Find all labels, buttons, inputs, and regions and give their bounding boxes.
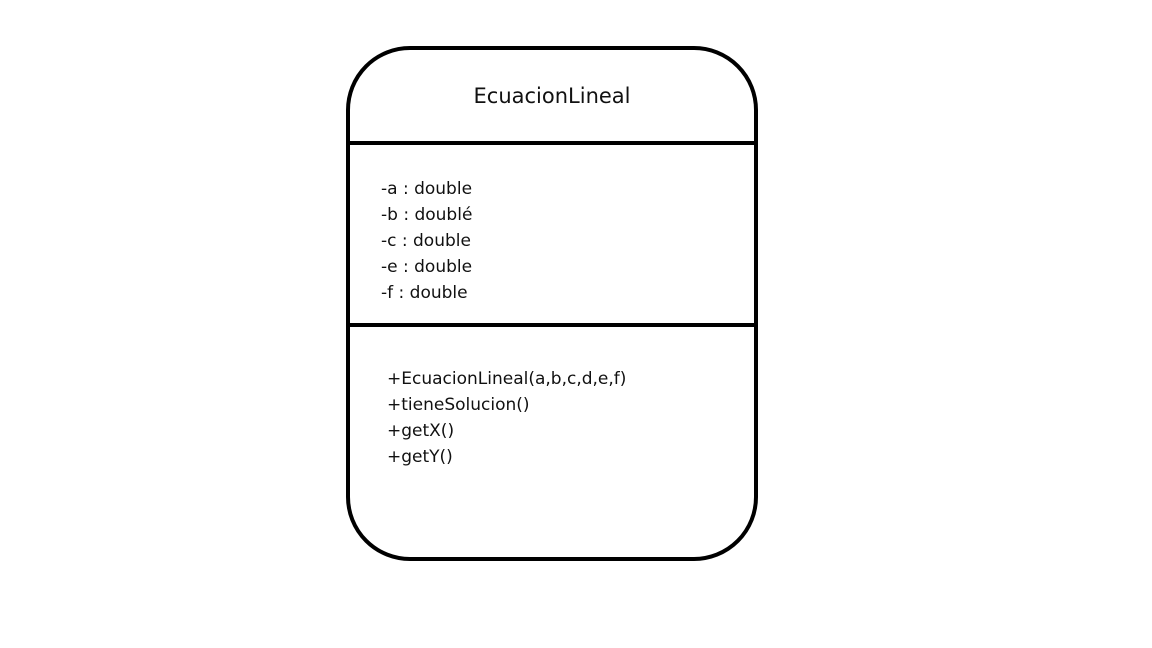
attribute-c: -c : double bbox=[381, 231, 471, 251]
method-constructor: +EcuacionLineal(a,b,c,d,e,f) bbox=[387, 369, 627, 389]
attribute-a: -a : double bbox=[381, 179, 473, 199]
attribute-f: -f : double bbox=[381, 283, 468, 303]
methods-compartment: +EcuacionLineal(a,b,c,d,e,f) +tieneSoluc… bbox=[387, 366, 626, 470]
attribute-e: -e : double bbox=[381, 257, 473, 277]
attributes-compartment: -a : double -b : doublé -c : double -e :… bbox=[381, 176, 472, 306]
method-get-x: +getX() bbox=[387, 421, 455, 441]
attributes-methods-divider bbox=[350, 323, 754, 327]
method-tiene-solucion: +tieneSolucion() bbox=[387, 395, 530, 415]
class-name: EcuacionLineal bbox=[473, 84, 631, 108]
uml-class-box: EcuacionLineal -a : double -b : doublé -… bbox=[346, 46, 758, 561]
name-attributes-divider bbox=[350, 141, 754, 145]
method-get-y: +getY() bbox=[387, 447, 453, 467]
attribute-b: -b : doublé bbox=[381, 205, 473, 225]
